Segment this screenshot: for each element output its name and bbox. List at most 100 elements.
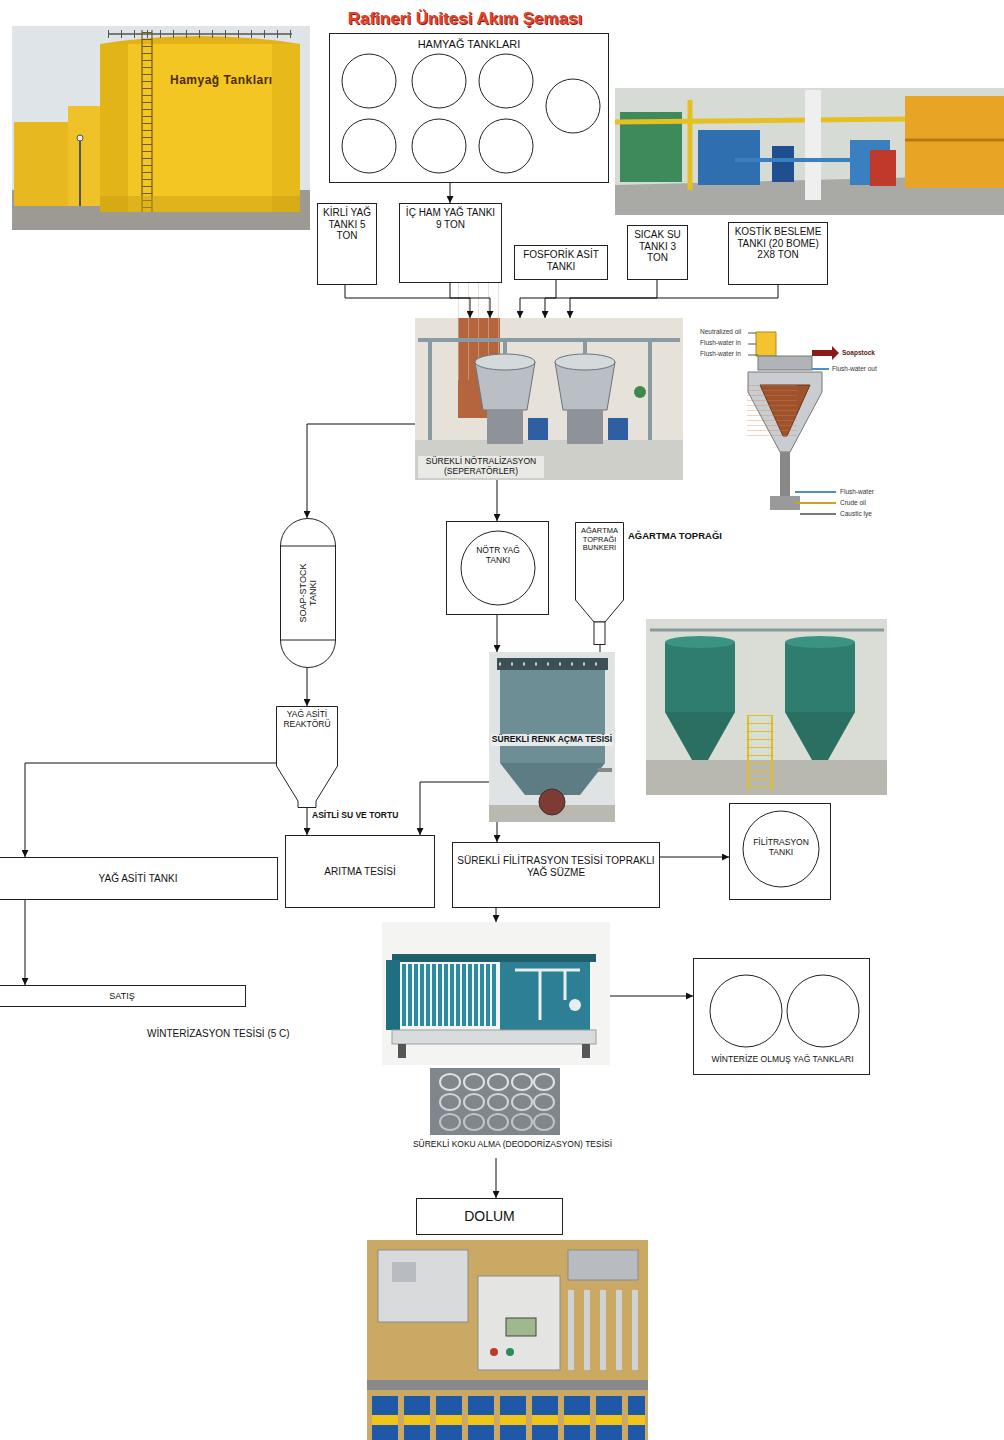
separator-photo bbox=[475, 354, 535, 370]
deodorizer-photo bbox=[488, 1094, 508, 1110]
hopper-bunker: AĞARTMA TOPRAĞI BUNKERİAĞARTMA TOPRAĞI bbox=[575, 522, 624, 645]
separator-cutaway bbox=[748, 333, 756, 334]
separator-cutaway bbox=[795, 491, 836, 493]
tank-farm-photo bbox=[14, 122, 72, 206]
node-label: SOAP-STOCK TANKI bbox=[296, 558, 320, 628]
plant-photo bbox=[615, 88, 1004, 215]
connectors bbox=[25, 183, 778, 1198]
tank-circles bbox=[412, 54, 466, 108]
tank-farm-photo bbox=[100, 196, 300, 212]
process-box: SÜREKLİ FİLİTRASYON TESİSİ TOPRAKLI YAĞ … bbox=[452, 842, 660, 908]
node-label: FOSFORİK ASİT TANKI bbox=[515, 246, 607, 275]
bleaching-vessels-photo bbox=[646, 619, 887, 795]
flow-connector bbox=[660, 857, 729, 858]
flow-connector bbox=[450, 283, 490, 318]
plant-photo bbox=[688, 100, 693, 190]
tank-farm-photo bbox=[151, 30, 152, 212]
tank-circles bbox=[330, 34, 610, 184]
flow-connector bbox=[307, 808, 308, 835]
node-label: SATIŞ bbox=[0, 990, 245, 1002]
separator-cutaway bbox=[760, 385, 810, 436]
separator-cutaway bbox=[756, 332, 776, 356]
filter-press-photo bbox=[539, 970, 542, 1020]
bleaching-vessels-photo bbox=[646, 619, 887, 795]
flow-connector bbox=[545, 280, 657, 318]
tank-box: KOSTİK BESLEME TANKI (20 BOME) 2X8 TON bbox=[728, 222, 828, 285]
tank-farm-photo bbox=[108, 33, 292, 35]
separator-photo bbox=[415, 318, 683, 480]
bleaching-vessels-photo bbox=[650, 629, 884, 632]
filter-press-photo bbox=[569, 999, 581, 1011]
node-label: WİNTERİZE OLMUŞ YAĞ TANKLARI bbox=[696, 1055, 869, 1065]
flow-connector bbox=[450, 183, 451, 203]
bleaching-vessel-photo bbox=[497, 658, 608, 670]
node-label: ARITMA TESİSİ bbox=[286, 864, 434, 880]
capsule-outline bbox=[281, 546, 336, 640]
bleaching-vessels-photo bbox=[785, 636, 855, 648]
plant-photo bbox=[870, 150, 896, 186]
connector-label: ASİTLİ SU VE TORTU bbox=[311, 811, 399, 821]
bleaching-vessel-photo bbox=[489, 652, 615, 822]
filling-machine-photo bbox=[478, 1276, 560, 1370]
filling-machine-photo bbox=[568, 1250, 638, 1280]
flow-label: Flush-water in bbox=[700, 350, 741, 357]
deodorizer-photo bbox=[488, 1074, 508, 1090]
separator-cutaway bbox=[748, 344, 756, 345]
filter-press-photo bbox=[392, 1030, 596, 1044]
deodorizer-photo bbox=[534, 1074, 554, 1090]
separator-cutaway bbox=[800, 513, 836, 515]
node-label: YAĞ ASİTİ REAKTÖRÜ bbox=[277, 710, 337, 730]
plant-photo bbox=[905, 96, 1004, 188]
flow-connector bbox=[307, 424, 415, 518]
tank-circles bbox=[479, 119, 533, 173]
flow-connector bbox=[600, 645, 601, 652]
separator-photo bbox=[415, 318, 683, 480]
flow-label: Flush-water bbox=[840, 488, 874, 495]
separator-cutaway bbox=[747, 385, 797, 436]
photo-label: Hamyağ Tankları bbox=[170, 74, 273, 88]
node-label: KİRLİ YAĞ TANKI 5 TON bbox=[318, 204, 376, 245]
tank-farm-photo bbox=[142, 32, 152, 212]
tank-circles bbox=[743, 811, 819, 887]
process-box: ARITMA TESİSİ bbox=[285, 835, 435, 908]
deodorizer-photo bbox=[440, 1074, 460, 1090]
separator-photo bbox=[528, 418, 548, 440]
filling-machine-photo bbox=[372, 1396, 645, 1440]
vertical-tank: SOAP-STOCK TANKI bbox=[280, 518, 336, 668]
tank-circles bbox=[447, 522, 550, 616]
filling-machine-photo bbox=[490, 1348, 498, 1356]
flow-label: Soapstock bbox=[842, 349, 875, 356]
output-box: SATIŞ bbox=[0, 985, 246, 1007]
process-photo: SÜREKLİ KOKU ALMA (DEODORİZASYON) TESİSİ bbox=[390, 1066, 635, 1158]
filter-press-photo bbox=[386, 960, 400, 1030]
tank-box: YAĞ ASİTİ TANKI bbox=[0, 857, 278, 900]
deodorizer-photo bbox=[512, 1114, 532, 1130]
deodorizer-photo bbox=[440, 1094, 460, 1110]
flow-connector bbox=[610, 996, 693, 997]
tank-farm-photo bbox=[100, 44, 128, 212]
separator-cutaway bbox=[695, 322, 905, 518]
deodorizer-photo bbox=[534, 1094, 554, 1110]
deodorizer-photo bbox=[512, 1094, 532, 1110]
tank-box: WİNTERİZE OLMUŞ YAĞ TANKLARI bbox=[693, 958, 870, 1075]
deodorizer-photo bbox=[534, 1114, 554, 1130]
node-label: İÇ HAM YAĞ TANKI 9 TON bbox=[400, 204, 501, 233]
process-photo: SÜREKLİ RENK AÇMA TESİSİ bbox=[489, 652, 615, 822]
plant-photo bbox=[905, 139, 1004, 142]
node-label: SICAK SU TANKI 3 TON bbox=[628, 226, 687, 267]
tank-farm-photo bbox=[108, 30, 292, 38]
filter-press-photo bbox=[582, 1044, 590, 1058]
tank-farm-photo bbox=[77, 135, 83, 141]
filling-machine-photo bbox=[372, 1415, 645, 1425]
flow-connector bbox=[345, 285, 470, 318]
separator-cutaway bbox=[812, 368, 829, 370]
node-label: NÖTR YAĞ TANKI bbox=[464, 546, 532, 566]
node-label: KOSTİK BESLEME TANKI (20 BOME) 2X8 TON bbox=[729, 223, 827, 264]
tank-circles bbox=[787, 975, 859, 1047]
filling-machine-photo bbox=[506, 1348, 514, 1356]
tank-farm-photo bbox=[12, 26, 310, 230]
tank-circles bbox=[479, 54, 533, 108]
flow-connector bbox=[496, 1158, 497, 1198]
flow-connector bbox=[497, 615, 498, 652]
bleaching-vessel-photo bbox=[489, 652, 615, 822]
